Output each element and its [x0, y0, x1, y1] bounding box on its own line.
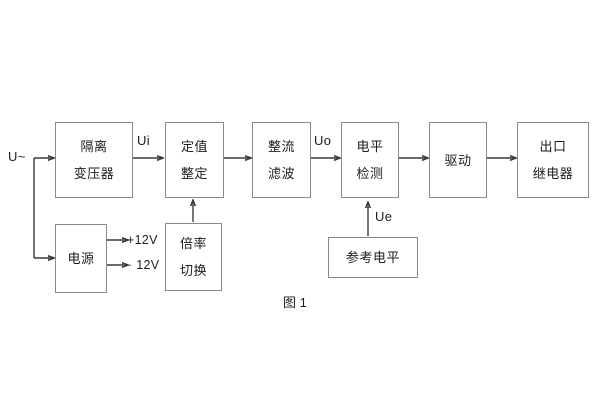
label-ui: Ui — [137, 133, 150, 148]
block-line: 滤波 — [267, 166, 295, 181]
block-line: 变压器 — [73, 166, 115, 181]
figure-caption: 图 1 — [283, 295, 307, 310]
label-supply-positive: +12V — [127, 233, 158, 247]
block-power-supply: 电源 — [55, 224, 107, 293]
block-line: 驱动 — [444, 152, 472, 168]
block-line: 参考电平 — [345, 250, 400, 265]
block-output-relay: 出口 继电器 — [517, 122, 589, 198]
block-drive: 驱动 — [429, 122, 487, 198]
label-uo: Uo — [314, 133, 332, 148]
block-rectify-filter: 整流 滤波 — [252, 122, 311, 198]
block-line: 定值 — [180, 139, 208, 154]
block-line: 切换 — [179, 263, 207, 278]
block-line: 检测 — [356, 166, 384, 181]
label-supply-negative: · 12V — [128, 258, 160, 272]
block-line: 电平 — [356, 139, 384, 154]
label-input-source: U~ — [8, 149, 26, 164]
label-ue: Ue — [375, 209, 393, 224]
block-level-detect: 电平 检测 — [341, 122, 399, 198]
block-line: 整定 — [180, 166, 208, 181]
block-line: 出口 — [539, 139, 567, 154]
block-line: 继电器 — [532, 166, 574, 181]
block-reference-level: 参考电平 — [328, 237, 418, 278]
block-line: 电源 — [67, 251, 95, 266]
block-isolation-transformer: 隔离 变压器 — [55, 122, 133, 198]
block-line: 隔离 — [80, 139, 108, 154]
block-line: 倍率 — [179, 236, 207, 251]
block-setting-value: 定值 整定 — [165, 122, 224, 198]
block-line: 整流 — [267, 139, 295, 154]
block-multiplier-switch: 倍率 切换 — [165, 223, 222, 291]
